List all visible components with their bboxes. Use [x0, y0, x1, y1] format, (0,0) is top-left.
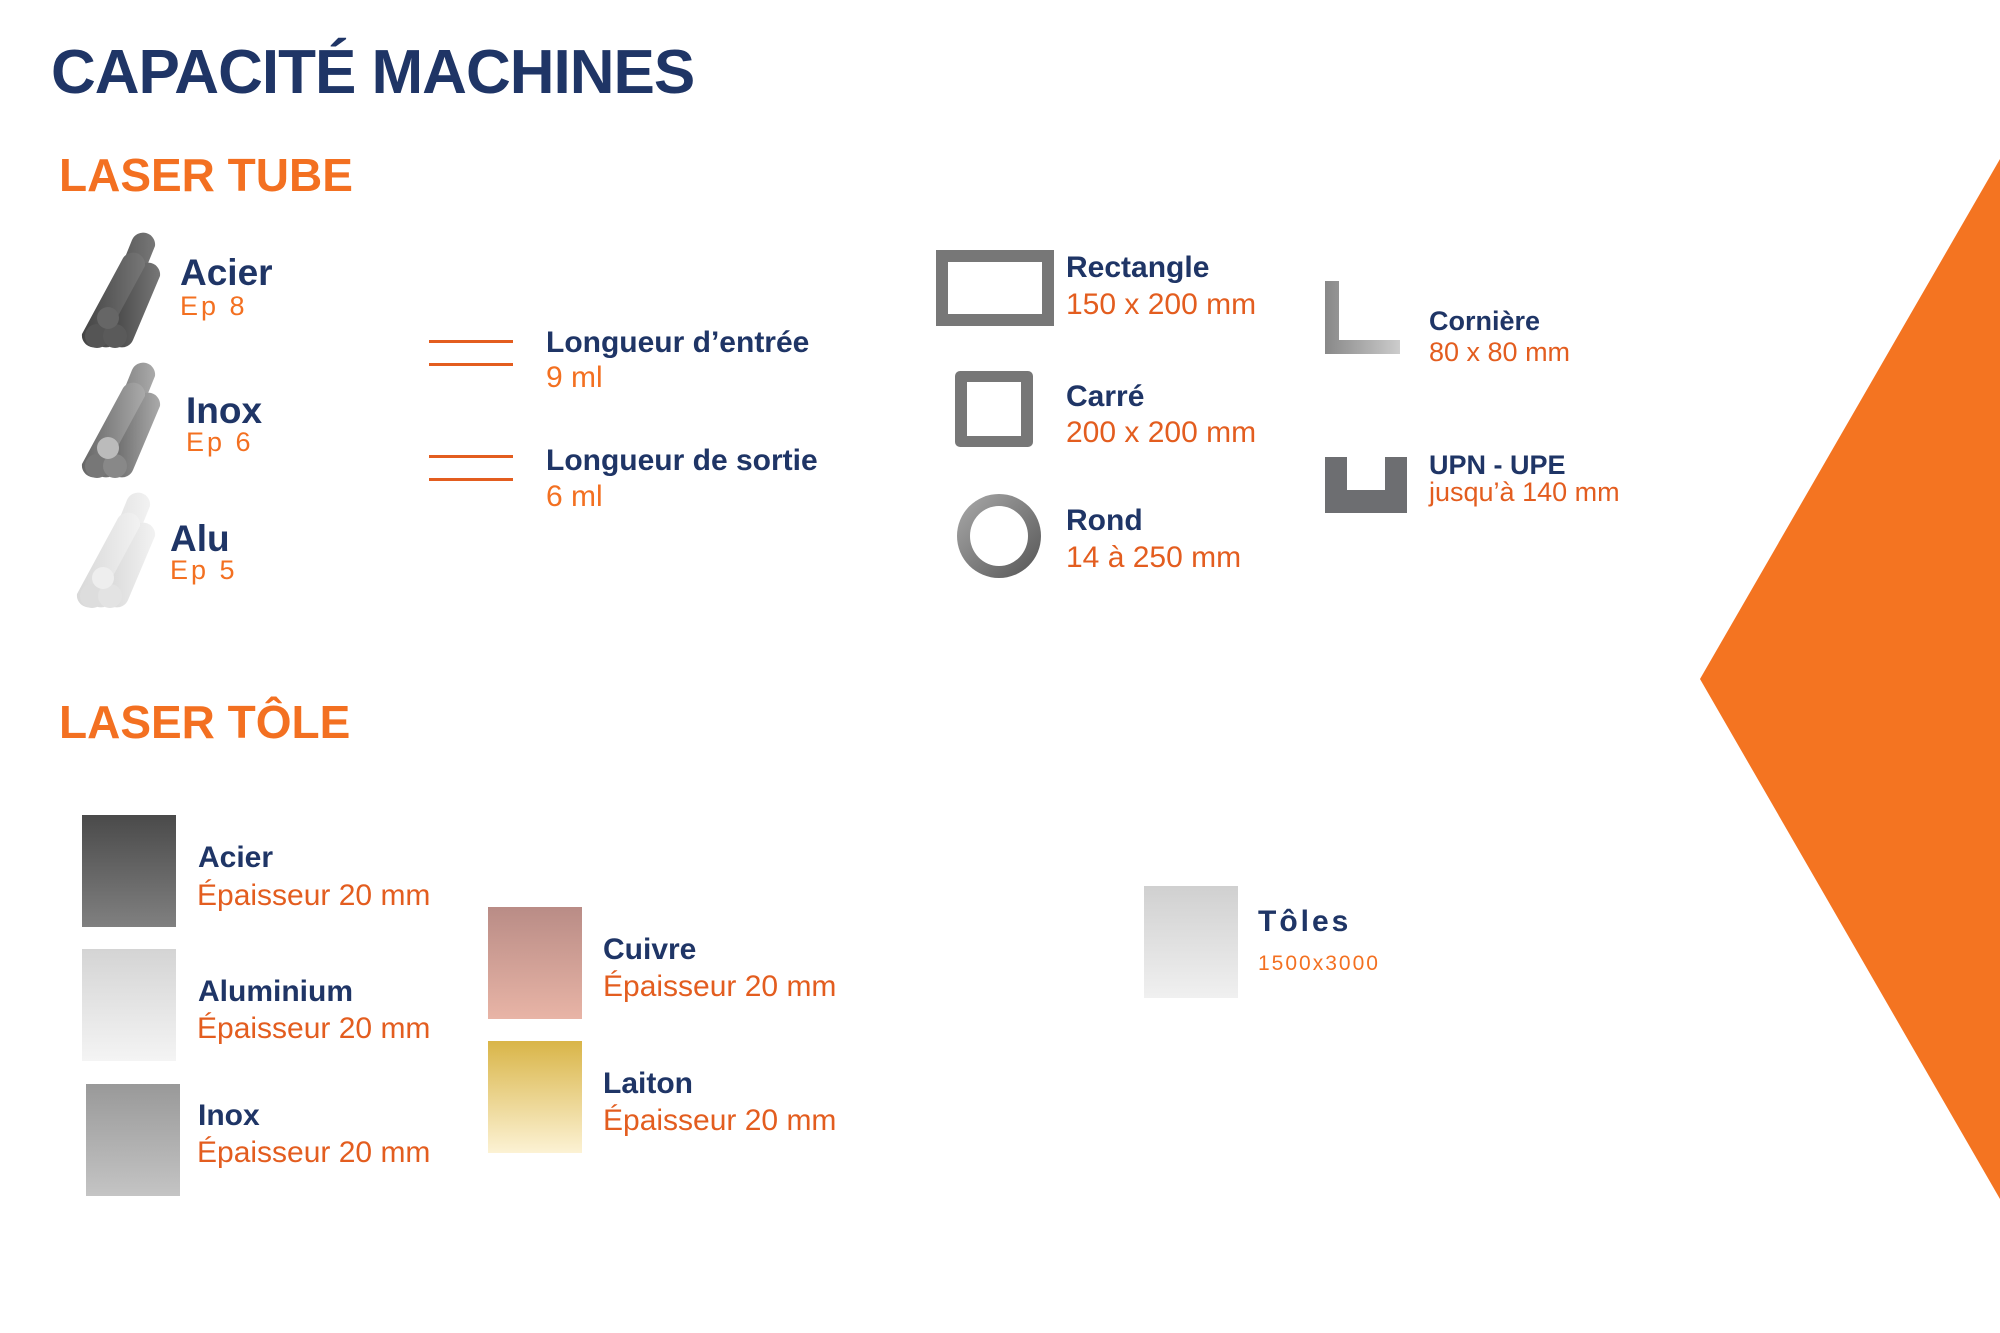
sheet-material-value: Épaisseur 20 mm	[197, 1136, 431, 1169]
sheet-material-name: Inox	[198, 1099, 260, 1132]
stainless-sheet-swatch	[86, 1084, 180, 1196]
tube-material-thickness: Ep 8	[180, 291, 248, 321]
sheet-material-value: Épaisseur 20 mm	[197, 1012, 431, 1045]
length-line-icon	[429, 340, 513, 343]
profile-value: 80 x 80 mm	[1429, 337, 1571, 367]
orange-triangle-decoration	[1700, 159, 2000, 1199]
profile-value: 14 à 250 mm	[1066, 541, 1242, 574]
sheet-material-name: Laiton	[603, 1067, 693, 1100]
stainless-tubes-icon	[81, 362, 161, 478]
tube-material-name: Inox	[186, 390, 263, 431]
aluminium-tubes-icon	[76, 492, 156, 608]
angle-profile-icon	[1325, 281, 1400, 354]
input-length-value: 9 ml	[546, 361, 603, 394]
tube-material-name: Alu	[170, 518, 230, 559]
rectangle-tube-icon	[936, 250, 1054, 326]
tube-material-thickness: Ep 6	[186, 427, 254, 457]
sheet-material-name: Aluminium	[198, 975, 353, 1008]
copper-sheet-swatch	[488, 907, 582, 1019]
laser-tube-heading: LASER TUBE	[59, 149, 353, 201]
page-title: CAPACITÉ MACHINES	[51, 38, 695, 107]
profile-value: 200 x 200 mm	[1066, 416, 1257, 449]
profile-name: Rond	[1066, 504, 1143, 537]
tube-material-thickness: Ep 5	[170, 555, 238, 585]
sheet-material-value: Épaisseur 20 mm	[603, 970, 837, 1003]
profile-name: Carré	[1066, 380, 1145, 413]
round-tube-icon	[957, 494, 1041, 578]
channel-profile-icon	[1325, 457, 1407, 513]
steel-sheet-swatch	[82, 815, 176, 927]
sheet-material-value: Épaisseur 20 mm	[197, 879, 431, 912]
length-line-icon	[429, 478, 513, 481]
length-line-icon	[429, 363, 513, 366]
sheets-name: Tôles	[1258, 905, 1352, 938]
profile-value: 150 x 200 mm	[1066, 288, 1257, 321]
profile-name: UPN - UPE	[1429, 450, 1566, 480]
profile-value: jusqu’à 140 mm	[1429, 477, 1620, 507]
profile-name: Rectangle	[1066, 251, 1210, 284]
sheet-material-name: Acier	[198, 841, 274, 874]
output-length-value: 6 ml	[546, 480, 603, 513]
length-line-icon	[429, 455, 513, 458]
square-tube-icon	[955, 371, 1033, 447]
profile-name: Cornière	[1429, 306, 1541, 336]
input-length-label: Longueur d’entrée	[546, 326, 810, 359]
tube-material-name: Acier	[180, 252, 273, 293]
laser-tole-heading: LASER TÔLE	[59, 696, 351, 748]
sheet-material-name: Cuivre	[603, 933, 697, 966]
sheet-material-value: Épaisseur 20 mm	[603, 1104, 837, 1137]
sheets-size: 1500x3000	[1258, 952, 1380, 975]
aluminium-sheet-swatch	[82, 949, 176, 1061]
sheets-swatch	[1144, 886, 1238, 998]
output-length-label: Longueur de sortie	[546, 444, 818, 477]
brass-sheet-swatch	[488, 1041, 582, 1153]
steel-tubes-icon	[81, 232, 161, 348]
